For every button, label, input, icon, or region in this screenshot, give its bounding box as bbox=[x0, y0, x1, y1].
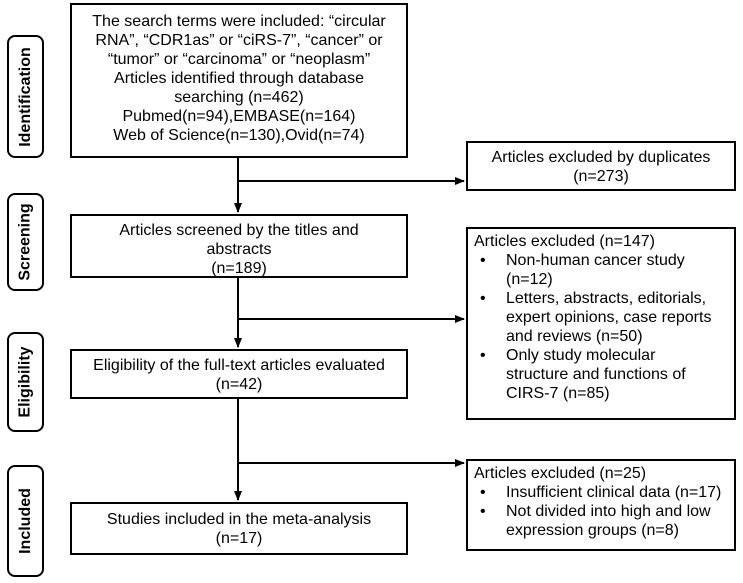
list-item-line: Only study molecular bbox=[506, 347, 656, 364]
bullet-icon: • bbox=[480, 252, 486, 269]
list-item-line: Letters, abstracts, editorials, bbox=[506, 290, 707, 307]
identification-line: The search terms were included: “circula… bbox=[92, 13, 386, 30]
identification-line: Web of Science(n=130),Ovid(n=74) bbox=[113, 127, 365, 144]
stage-label-eligibility: Eligibility bbox=[7, 332, 44, 432]
eligibility-line: Eligibility of the full-text articles ev… bbox=[93, 357, 385, 374]
stage-label-identification: Identification bbox=[7, 35, 44, 158]
list-item: • Insufficient clinical data (n=17) bbox=[474, 483, 728, 502]
excluded-147-box: Articles excluded (n=147) • Non-human ca… bbox=[466, 227, 736, 420]
screening-box: Articles screened by the titles and abst… bbox=[70, 214, 408, 278]
identification-line: Pubmed(n=94),EMBASE(n=164) bbox=[122, 108, 356, 125]
stage-label-identification-text: Identification bbox=[16, 46, 34, 147]
identification-line: searching (n=462) bbox=[174, 89, 304, 106]
list-item-line: expression groups (n=8) bbox=[506, 522, 679, 539]
identification-line: “tumor” or “carcinoma” or “neoplasm” bbox=[107, 51, 371, 68]
duplicates-line: Articles excluded by duplicates bbox=[491, 149, 711, 166]
identification-line: RNA”, “CDR1as” or “ciRS-7”, “cancer” or bbox=[95, 32, 383, 49]
excluded-147-heading: Articles excluded (n=147) bbox=[474, 233, 655, 250]
bullet-icon: • bbox=[480, 484, 486, 501]
screening-line: abstracts bbox=[206, 241, 272, 258]
list-item-line: Not divided into high and low bbox=[506, 503, 711, 520]
stage-label-included: Included bbox=[7, 465, 44, 577]
included-box: Studies included in the meta-analysis (n… bbox=[70, 502, 408, 555]
list-item-line: Insufficient clinical data (n=17) bbox=[506, 484, 722, 501]
excluded-25-list: • Insufficient clinical data (n=17) • No… bbox=[474, 483, 728, 540]
duplicates-excluded-box: Articles excluded by duplicates (n=273) bbox=[466, 141, 736, 191]
included-line: (n=17) bbox=[215, 530, 263, 547]
list-item: • Letters, abstracts, editorials, expert… bbox=[474, 289, 728, 346]
list-item: • Non-human cancer study (n=12) bbox=[474, 251, 728, 289]
excluded-147-list: • Non-human cancer study (n=12) • Letter… bbox=[474, 251, 728, 403]
list-item-line: expert opinions, case reports bbox=[506, 309, 712, 326]
bullet-icon: • bbox=[480, 503, 486, 520]
list-item-line: CIRS-7 (n=85) bbox=[506, 385, 610, 402]
bullet-icon: • bbox=[480, 347, 486, 364]
bullet-icon: • bbox=[480, 290, 486, 307]
stage-label-screening-text: Screening bbox=[16, 203, 34, 281]
excluded-25-heading: Articles excluded (n=25) bbox=[474, 465, 647, 482]
eligibility-box: Eligibility of the full-text articles ev… bbox=[70, 349, 408, 399]
list-item-line: structure and functions of bbox=[506, 366, 686, 383]
list-item-line: Non-human cancer study bbox=[506, 252, 685, 269]
identification-line: Articles identified through database bbox=[114, 70, 364, 87]
identification-box: The search terms were included: “circula… bbox=[70, 3, 408, 158]
list-item: • Not divided into high and low expressi… bbox=[474, 502, 728, 540]
included-line: Studies included in the meta-analysis bbox=[106, 511, 372, 528]
list-item: • Only study molecular structure and fun… bbox=[474, 346, 728, 403]
list-item-line: and reviews (n=50) bbox=[506, 328, 643, 345]
eligibility-line: (n=42) bbox=[215, 376, 263, 393]
excluded-25-box: Articles excluded (n=25) • Insufficient … bbox=[466, 459, 736, 551]
screening-line: Articles screened by the titles and bbox=[119, 222, 359, 239]
stage-label-screening: Screening bbox=[7, 193, 44, 291]
screening-line: (n=189) bbox=[211, 260, 267, 277]
stage-label-eligibility-text: Eligibility bbox=[16, 346, 34, 418]
stage-label-included-text: Included bbox=[16, 488, 34, 554]
list-item-line: (n=12) bbox=[506, 271, 553, 288]
duplicates-line: (n=273) bbox=[573, 168, 629, 185]
